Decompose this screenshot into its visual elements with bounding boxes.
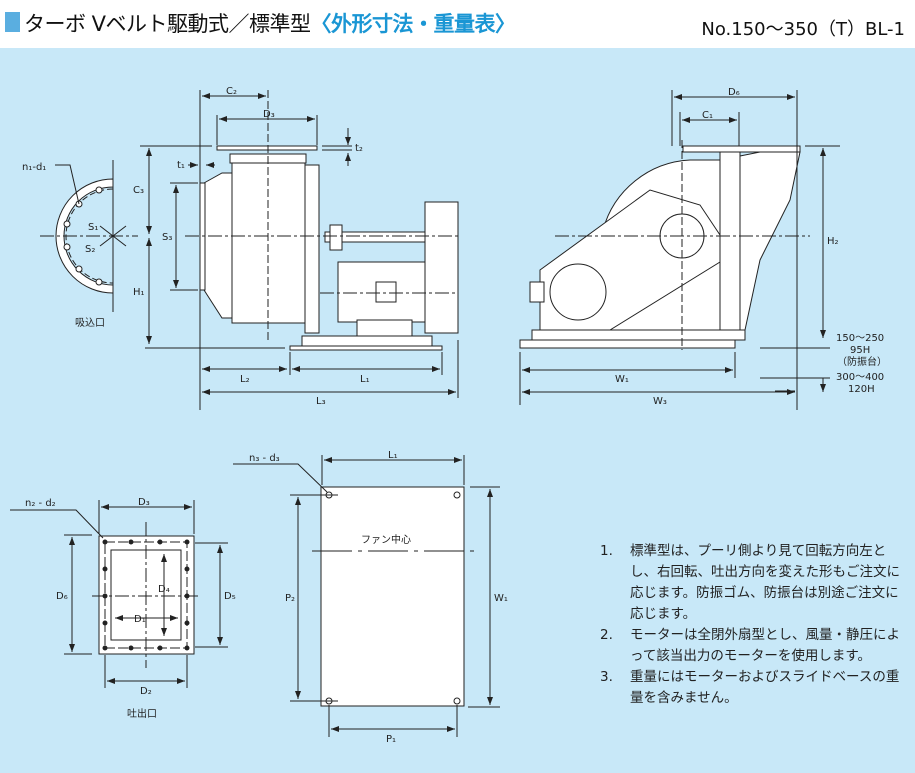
base-note-line: （防振台） — [837, 355, 887, 368]
label-d6-front: D₆ — [728, 87, 740, 98]
label-l1-base: L₁ — [388, 450, 398, 461]
label-n3-d3: n₃ - d₃ — [249, 453, 280, 464]
label-t2: t₂ — [355, 143, 363, 154]
fan-side-view — [199, 145, 459, 351]
label-d1: D₁ — [134, 614, 146, 625]
label-w1-front: W₁ — [615, 374, 629, 385]
note-number: 3. — [600, 669, 613, 685]
label-w1-base: W₁ — [494, 593, 508, 604]
label-t1: t₁ — [177, 160, 185, 171]
note-text: モーターは全閉外扇型とし、風量・静圧によって該当出力のモーターを使用します。 — [630, 627, 900, 664]
label-h1: H₁ — [133, 287, 145, 298]
fan-front-view — [519, 145, 801, 349]
label-l1: L₁ — [360, 374, 370, 385]
label-d3-outlet: D₃ — [138, 497, 150, 508]
label-l3: L₃ — [316, 396, 326, 407]
title-square-icon — [5, 12, 20, 32]
title-accent: 〈外形寸法・重量表〉 — [310, 12, 517, 36]
title-main: ターボ Vベルト駆動式／標準型 — [24, 12, 311, 36]
label-d3: D₃ — [263, 109, 275, 120]
label-h2: H₂ — [827, 236, 839, 247]
note-number: 1. — [600, 543, 613, 559]
base-plate-view — [233, 455, 500, 737]
note-text: 標準型は、プーリ側より見て回転方向左とし、右回転、吐出方向を変えた形もご注文に応… — [630, 543, 900, 622]
label-n2-d2: n₂ - d₂ — [25, 498, 56, 509]
drawing-labels: n₁-d₁ S₁ S₂ 吸込口 C₂ D₃ t₂ t₁ C₃ S₃ H₁ L₂ … — [22, 86, 887, 745]
note-item: 2. モーターは全閉外扇型とし、風量・静圧によって該当出力のモーターを使用します。 — [600, 625, 910, 667]
label-p2: P₂ — [285, 593, 295, 604]
label-s2: S₂ — [85, 244, 95, 255]
model-code: No.150～350（T）BL-1 — [701, 19, 905, 40]
label-c2: C₂ — [226, 86, 237, 97]
front-dimension-lines — [519, 90, 840, 410]
label-s3: S₃ — [162, 232, 172, 243]
label-s1: S₁ — [88, 222, 98, 233]
base-note-line: 300～400 — [836, 372, 884, 383]
inlet-flange-view — [40, 160, 138, 312]
label-d5: D₅ — [224, 591, 236, 602]
label-c1: C₁ — [702, 110, 713, 121]
note-item: 1. 標準型は、プーリ側より見て回転方向左とし、右回転、吐出方向を変えた形もご注文… — [600, 541, 910, 625]
note-number: 2. — [600, 627, 613, 643]
base-note-line: 120H — [848, 384, 875, 395]
fan-center-label: ファン中心 — [361, 533, 411, 546]
outlet-flange-view — [10, 500, 228, 688]
label-d2: D₂ — [140, 686, 152, 697]
label-w3: W₃ — [653, 396, 667, 407]
outlet-label: 吐出口 — [127, 707, 157, 720]
label-p1: P₁ — [386, 734, 396, 745]
page-title: ターボ Vベルト駆動式／標準型〈外形寸法・重量表〉 — [24, 8, 516, 38]
note-item: 3. 重量にはモーターおよびスライドベースの重量を含みません。 — [600, 667, 910, 709]
note-text: 重量にはモーターおよびスライドベースの重量を含みません。 — [630, 669, 900, 706]
page-header: ターボ Vベルト駆動式／標準型〈外形寸法・重量表〉 No.150～350（T）B… — [0, 0, 915, 48]
inlet-label: 吸込口 — [75, 317, 105, 329]
base-note-line: 150～250 — [836, 333, 884, 344]
side-dimension-lines — [140, 90, 459, 410]
label-d4: D₄ — [158, 584, 170, 595]
base-note-line: 95H — [850, 345, 870, 356]
label-d6-outlet: D₆ — [56, 591, 68, 602]
label-l2: L₂ — [240, 374, 250, 385]
base-height-note: 150～250 95H （防振台） 300～400 120H — [836, 333, 887, 395]
label-n1-d1: n₁-d₁ — [22, 162, 46, 173]
notes-list: 1. 標準型は、プーリ側より見て回転方向左とし、右回転、吐出方向を変えた形もご注文… — [600, 541, 910, 709]
label-c3: C₃ — [133, 185, 144, 196]
